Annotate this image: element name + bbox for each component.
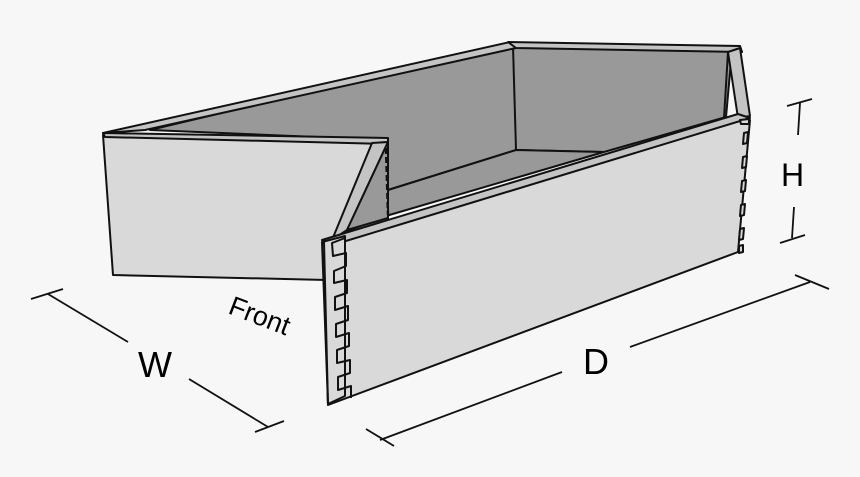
depth-dimension-line: [365, 274, 830, 447]
width-dimension-line: [30, 288, 285, 433]
height-label: H: [781, 157, 804, 193]
front-label: Front: [225, 291, 295, 342]
height-dimension-line: [779, 98, 813, 244]
width-label: W: [138, 344, 172, 385]
front-dovetail-joint: [331, 237, 352, 398]
back-top-edge: [507, 41, 743, 53]
depth-label: D: [583, 341, 609, 382]
back-dovetail-pins: [738, 118, 750, 254]
back-right-corner-edge: [727, 47, 751, 119]
